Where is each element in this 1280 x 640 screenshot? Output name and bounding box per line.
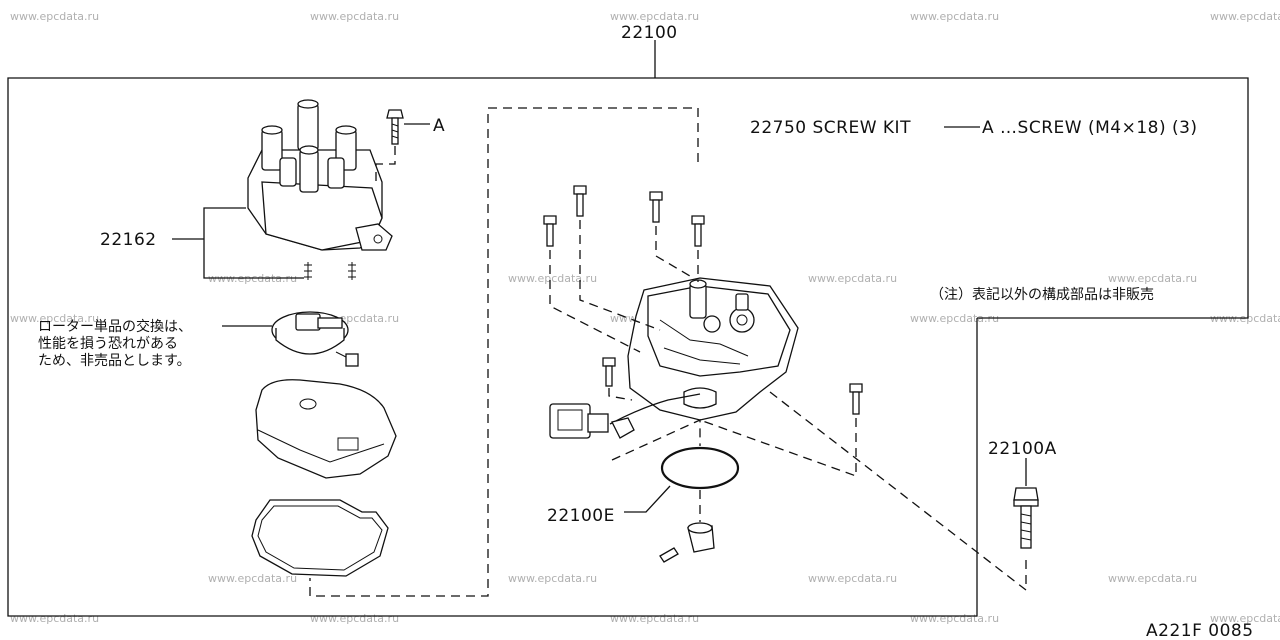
- cap-screw-drawing: [386, 109, 404, 145]
- watermark: www.epcdata.ru: [910, 10, 999, 23]
- watermark: www.epcdata.ru: [310, 10, 399, 23]
- watermark: www.epcdata.ru: [1210, 612, 1280, 625]
- label-22750-screw-kit: 22750 SCREW KIT: [750, 118, 911, 138]
- distributor-cap-drawing: [247, 99, 393, 280]
- screw-a-dashed-path: [375, 146, 396, 182]
- o-ring-drawing: [660, 446, 740, 490]
- watermark: www.epcdata.ru: [910, 612, 999, 625]
- watermark: www.epcdata.ru: [10, 10, 99, 23]
- watermark: www.epcdata.ru: [808, 272, 897, 285]
- gasket-drawing: [251, 499, 389, 577]
- housing-dashed-lines: [549, 220, 1027, 591]
- label-22100: 22100: [621, 23, 678, 43]
- housing-screws-drawing: [543, 185, 863, 415]
- assembly-outline: [7, 77, 1249, 617]
- label-22100A: 22100A: [988, 439, 1057, 459]
- watermark: www.epcdata.ru: [610, 10, 699, 23]
- watermark: www.epcdata.ru: [10, 312, 99, 325]
- o-ring-leader: [624, 485, 671, 513]
- label-22100E: 22100E: [547, 506, 615, 526]
- assembly-frame: 22100: [7, 23, 1249, 617]
- gasket-inner: [257, 505, 383, 571]
- watermark: www.epcdata.ru: [208, 572, 297, 585]
- cap-bracket: [203, 207, 304, 279]
- watermark: www.epcdata.ru: [1108, 572, 1197, 585]
- bolt-drawing: [1013, 487, 1039, 549]
- label-22162: 22162: [100, 230, 157, 250]
- watermark: www.epcdata.ru: [508, 572, 597, 585]
- note-not-sold-separately: （注）表記以外の構成部品は非販売: [930, 286, 1154, 303]
- coupling-drawing: [659, 522, 715, 563]
- rotor-screw-drawing: [335, 351, 359, 367]
- housing-group-outline: [309, 107, 699, 597]
- connector-drawing: [549, 393, 701, 439]
- note-rotor-line3: ため、非売品とします。: [38, 353, 191, 369]
- distributor-housing-drawing: [627, 277, 799, 421]
- rotor-drawing: [271, 311, 349, 355]
- watermark: www.epcdata.ru: [610, 612, 699, 625]
- watermark: www.epcdata.ru: [808, 572, 897, 585]
- watermark: www.epcdata.ru: [1210, 10, 1280, 23]
- label-screw-kit-item: A …SCREW (M4×18) (3): [982, 118, 1198, 138]
- watermarks: www.epcdata.ru www.epcdata.ru www.epcdat…: [10, 10, 1280, 625]
- shield-cover-drawing: [255, 379, 397, 479]
- watermark: www.epcdata.ru: [508, 272, 597, 285]
- watermark: www.epcdata.ru: [1108, 272, 1197, 285]
- label-screw-a: A: [433, 116, 445, 136]
- watermark: www.epcdata.ru: [10, 612, 99, 625]
- note-rotor-line2: 性能を損う恐れがある: [38, 336, 178, 352]
- watermark: www.epcdata.ru: [310, 612, 399, 625]
- note-rotor-line1: ローター単品の交換は、: [38, 318, 192, 335]
- diagram-code: A221F 0085: [1146, 621, 1254, 640]
